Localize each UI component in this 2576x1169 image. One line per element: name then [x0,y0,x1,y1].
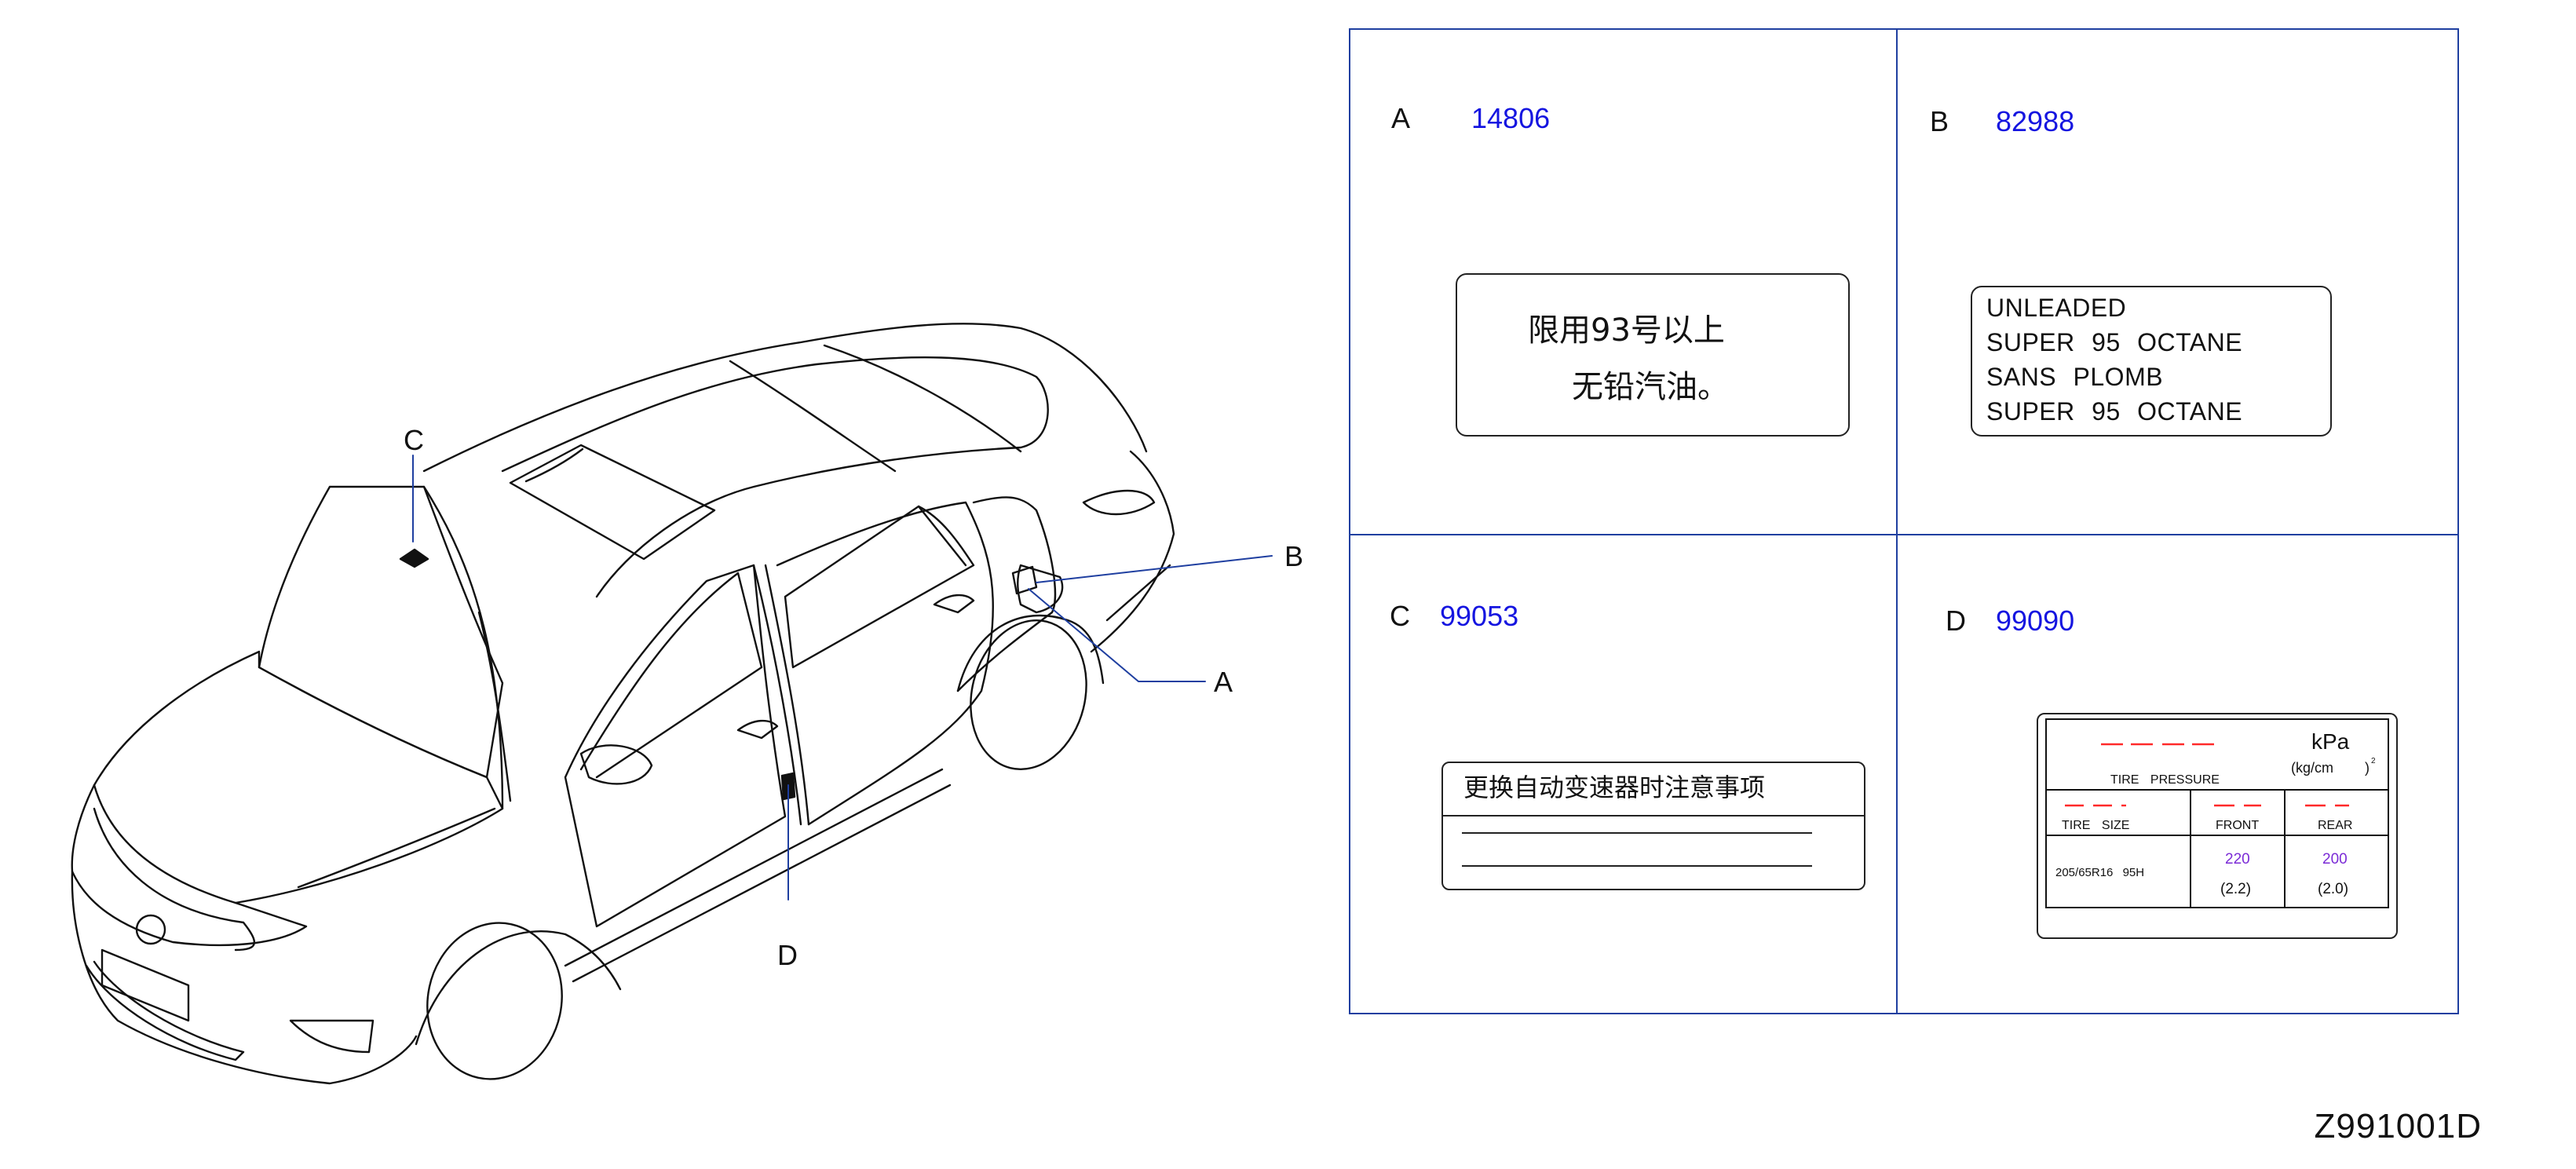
car-emblem [135,914,166,945]
car-c-pillar [917,505,967,567]
car-tail-lamp [1082,489,1156,516]
callout-c: C [404,424,424,456]
label-b-unleaded-fuel: UNLEADED SUPER 95 OCTANE SANS PLOMB SUPE… [1971,286,2332,437]
label-a-line2: 无铅汽油。 [1572,369,1729,405]
car-rear-wheel [970,619,1087,770]
car-hood-crease [297,807,496,889]
car-a-pillar [422,485,504,810]
diagram-code: Z991001D [2314,1107,2482,1145]
cell-c-part-number: 99053 [1440,600,1519,632]
panel-divider-horizontal [1350,534,2457,535]
callout-a: A [1214,666,1233,698]
leader-line-b [1036,555,1273,583]
car-illustration: C B A D [71,323,1304,1085]
label-d-tire-pressure: kPa (kg/cm ) 2 TIRE PRESSURE TIRE SIZE F… [2037,713,2398,939]
label-d-front-kgcm: (2.2) [2220,881,2251,897]
label-d-tire-pressure-heading: TIRE PRESSURE [2110,773,2220,787]
cell-b-part-number: 82988 [1996,105,2075,137]
car-b-pillar-2 [764,564,810,826]
car-side-window-front [579,572,763,779]
label-d-unit-superscript: 2 [2371,757,2376,765]
car-side-window-rear [784,505,975,669]
label-c-header-rule [1443,815,1864,816]
car-fuel-lid [1017,564,1064,614]
car-fuel-label-a [1011,565,1038,595]
car-hood [93,650,504,904]
car-mirror [579,744,653,785]
callout-d: D [777,939,798,971]
car-rear-door [776,501,994,826]
car-door-handle [736,719,779,740]
car-b-pillar [752,564,802,826]
car-roof-outline [422,323,1148,473]
car-side-sill-lower [572,784,952,983]
cell-c-letter: C [1390,600,1410,632]
car-roof-rail [729,360,897,473]
label-d-table-frame [2045,718,2389,908]
label-d-front-kpa: 220 [2225,851,2250,868]
label-a-fuel-notice-cn: 限用93号以上 无铅汽油。 [1456,273,1850,437]
car-door-handle [933,594,975,614]
label-d-tire-size: 205/65R16 95H [2055,866,2144,879]
panel-divider-vertical [1896,30,1898,1013]
label-c-blank-line [1462,832,1812,834]
label-b-line: UNLEADED [1986,294,2127,322]
leader-line-a [1028,588,1206,682]
car-side-sill [564,768,944,967]
car-line-drawing [71,323,1273,1085]
car-sunroof [509,444,716,561]
car-roof-inner [501,356,1049,598]
label-d-rear-kgcm: (2.0) [2318,881,2348,897]
car-roof-rail [823,344,1022,453]
car-rear-reflector [1105,564,1171,622]
car-front-fascia [71,784,308,947]
label-d-unit-alt-close: ) [2365,760,2370,776]
car-a-pillar [477,611,512,802]
car-front-wheel-arch [415,930,622,1046]
label-c-transmission-notice: 更换自动变速器时注意事项 [1441,762,1865,890]
label-d-tire-size-heading: TIRE SIZE [2062,819,2129,832]
car-fog-lamp [289,1019,375,1054]
car-rear-wheel-arch [956,614,1105,692]
label-b-line: SUPER 95 OCTANE [1986,397,2243,426]
label-d-unit-alt: (kg/cm [2291,760,2333,776]
label-d-front-heading: FRONT [2216,819,2259,832]
car-front-wheel [426,922,563,1080]
label-b-line: SUPER 95 OCTANE [1986,328,2243,356]
cell-d-part-number: 99090 [1996,605,2075,637]
callout-b: B [1284,540,1304,572]
cell-a-part-number: 14806 [1471,102,1551,134]
car-grille [93,807,256,952]
label-panel: A 14806 限用93号以上 无铅汽油。 B 82988 UNLEADED S… [1349,28,2459,1014]
label-d-rear-heading: REAR [2318,819,2352,832]
label-d-rear-kpa: 200 [2322,851,2348,868]
cell-b-letter: B [1930,105,1949,137]
label-b-line: SANS PLOMB [1986,363,2164,391]
cell-d-letter: D [1946,605,1966,637]
car-lower-grille [85,960,245,1061]
cell-a-letter: A [1391,102,1411,134]
car-windshield [258,485,504,779]
label-d-unit: kPa [2311,729,2350,754]
label-a-line1: 限用93号以上 [1528,312,1725,349]
car-bumper [71,870,418,1085]
car-rear-quarter [956,496,1057,692]
car-label-c-patch [399,548,429,568]
label-c-title: 更换自动变速器时注意事项 [1463,773,1766,802]
label-d-tire-table: kPa (kg/cm ) 2 TIRE PRESSURE TIRE SIZE F… [2045,718,2389,908]
car-tail [1090,450,1175,653]
label-c-blank-line [1462,865,1812,867]
